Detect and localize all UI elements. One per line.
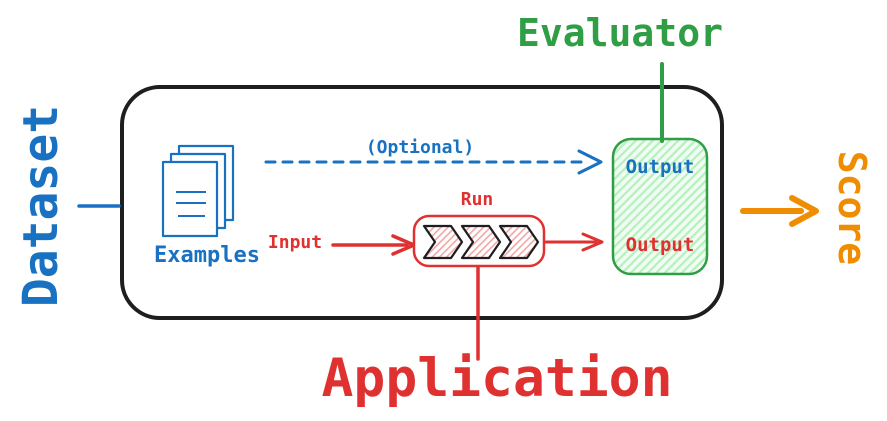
score-label: Score xyxy=(830,150,874,266)
optional-label: (Optional) xyxy=(365,137,475,158)
documents-icon xyxy=(161,144,235,238)
run-box xyxy=(412,214,546,268)
application-output-label: Output xyxy=(625,234,695,256)
process-chevron-icons xyxy=(422,224,540,260)
run-label: Run xyxy=(460,189,494,210)
dataset-label: Dataset xyxy=(13,104,69,308)
score-arrow xyxy=(740,195,819,227)
evaluator-label: Evaluator xyxy=(517,11,723,55)
input-label: Input xyxy=(267,232,323,253)
input-arrow xyxy=(331,234,416,256)
run-output-arrow xyxy=(544,232,604,252)
examples-label: Examples xyxy=(154,243,260,268)
evaluator-output-label: Output xyxy=(625,156,695,178)
pipeline-container-box xyxy=(120,85,724,320)
optional-dashed-arrow xyxy=(264,149,603,175)
application-label: Application xyxy=(321,348,673,409)
